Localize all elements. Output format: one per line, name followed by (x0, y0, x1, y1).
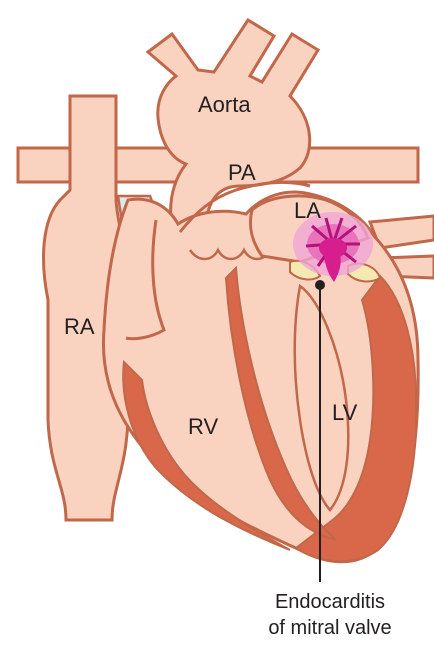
label-pa: PA (228, 160, 256, 185)
label-aorta: Aorta (198, 92, 251, 117)
label-ra: RA (64, 314, 95, 339)
caption-line-2: of mitral valve (268, 617, 391, 639)
label-rv: RV (188, 414, 218, 439)
pointer-dot (315, 280, 325, 290)
label-lv: LV (332, 400, 358, 425)
label-la: LA (294, 198, 321, 223)
caption-line-1: Endocarditis (275, 591, 385, 613)
